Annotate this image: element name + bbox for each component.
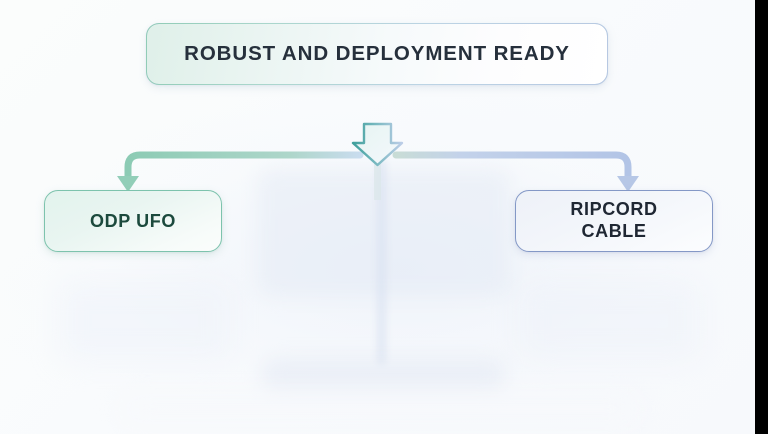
background-ghost-bottom	[120, 392, 640, 426]
node-ripcord-cable-label: RIPCORD CABLE	[570, 199, 658, 241]
background-ghost-bar	[262, 358, 505, 392]
node-ripcord-cable[interactable]: RIPCORD CABLE	[515, 190, 713, 252]
connector-to-ripcord-cable	[392, 151, 632, 182]
background-ghost-shape-left	[60, 282, 230, 360]
connector-to-odp-ufo	[124, 151, 364, 182]
node-root-label: ROBUST AND DEPLOYMENT READY	[184, 42, 570, 65]
node-odp-ufo-label: ODP UFO	[90, 210, 176, 231]
node-odp-ufo[interactable]: ODP UFO	[44, 190, 222, 252]
background-ghost-shape-center	[258, 170, 510, 296]
node-root[interactable]: ROBUST AND DEPLOYMENT READY	[145, 22, 609, 86]
canvas-edge-band	[755, 0, 768, 434]
down-arrow-icon	[351, 122, 404, 167]
background-ghost-stem	[377, 160, 386, 365]
background-ghost-shape-right	[520, 282, 700, 360]
